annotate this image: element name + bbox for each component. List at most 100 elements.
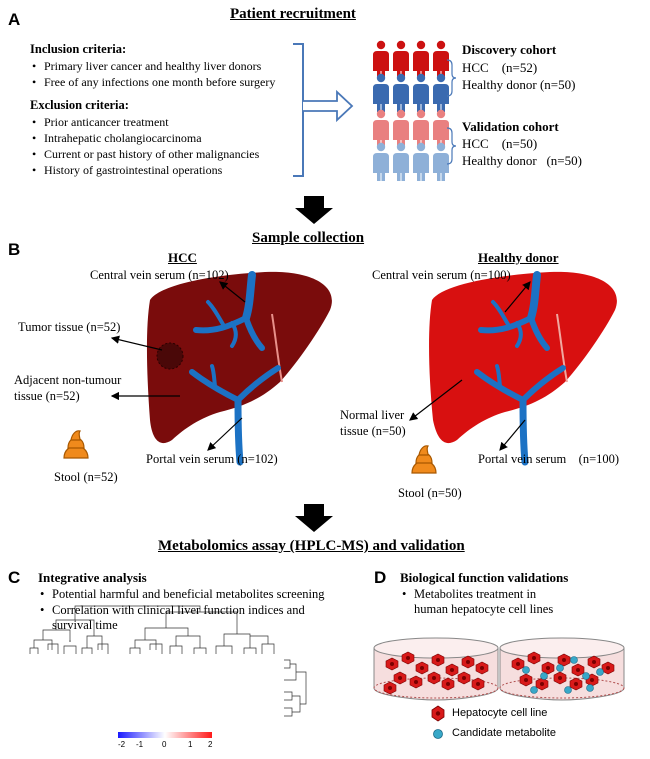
hepatocyte-cell-icon: [385, 657, 399, 671]
donor-normal-label-2: tissue (n=50): [340, 424, 406, 438]
candidate-metabolite-icon: [570, 656, 578, 664]
dish-cells: [383, 651, 615, 695]
person-icon: [393, 109, 409, 148]
hepatocyte-cell-icon: [409, 675, 423, 689]
discovery-donor-count: Healthy donor (n=50): [462, 77, 576, 92]
person-icon: [393, 73, 409, 112]
hepatocyte-cell-icon: [571, 663, 585, 677]
down-arrow-icon: [295, 504, 333, 532]
donor-vein-icon: [474, 271, 566, 466]
hepatocyte-cell-icon: [393, 671, 407, 685]
person-icon: [413, 142, 429, 181]
inclusion-list: Primary liver cancer and healthy liver d…: [30, 58, 275, 90]
scale-label: 2: [208, 740, 213, 749]
donor-central-vein-label: Central vein serum (n=100): [372, 268, 511, 282]
heatmap-dendrogram-side: [284, 659, 307, 717]
exclusion-criteria-title: Exclusion criteria:: [30, 98, 129, 112]
legend-hepatocyte-label: Hepatocyte cell line: [452, 707, 548, 719]
person-icon: [413, 109, 429, 148]
hepatocyte-cell-icon: [461, 655, 475, 669]
candidate-metabolite-icon: [596, 668, 604, 676]
analysis-item: Potential harmful and beneficial metabol…: [38, 586, 324, 602]
hepatocyte-cell-icon: [383, 681, 397, 695]
legend-metabolite-label: Candidate metabolite: [452, 727, 556, 739]
candidate-metabolite-icon: [522, 666, 530, 674]
hepatocyte-cell-icon: [415, 661, 429, 675]
section-d-letter: D: [374, 568, 387, 587]
hcc-tumor-label: Tumor tissue (n=52): [18, 320, 121, 334]
person-icon: [373, 109, 389, 148]
person-icon: [373, 40, 389, 79]
hepatocyte-cell-icon: [527, 651, 541, 665]
validation-hcc-count: HCC (n=50): [462, 136, 538, 151]
person-icon: [373, 142, 389, 181]
section-c-letter: C: [8, 568, 21, 587]
pointer-arrows: [110, 281, 531, 451]
discovery-cohort-title: Discovery cohort: [462, 42, 557, 57]
person-icon: [413, 40, 429, 79]
candidate-metabolite-icon: [582, 672, 590, 680]
validation-cohort-title: Validation cohort: [462, 119, 559, 134]
cohort-braces: [446, 59, 457, 165]
hepatocyte-cell-icon: [427, 671, 441, 685]
down-arrow-icon: [295, 196, 333, 224]
section-b-letter: B: [8, 240, 21, 259]
validation-item: Metabolites treatment in: [400, 586, 536, 602]
person-icon: [393, 40, 409, 79]
hepatocyte-cell-icon: [601, 661, 615, 675]
stool-icon: [411, 445, 437, 474]
hollow-right-arrow-icon: [303, 89, 354, 123]
person-icon: [433, 73, 449, 112]
person-icon: [413, 73, 429, 112]
candidate-metabolite-icon: [586, 684, 594, 692]
hepatocyte-cell-icon: [553, 671, 567, 685]
candidate-metabolite-icon: [433, 729, 443, 739]
color-scale-bar: [118, 732, 212, 738]
exclusion-item: Intrahepatic cholangiocarcinoma: [30, 130, 259, 146]
person-icon: [373, 73, 389, 112]
tumor-icon: [156, 342, 184, 370]
scale-label: -1: [136, 740, 144, 749]
hcc-portal-vein-label: Portal vein serum (n=102): [146, 452, 278, 466]
exclusion-item: History of gastrointestinal operations: [30, 162, 259, 178]
hcc-adjacent-label-2: tissue (n=52): [14, 389, 80, 403]
hepatocyte-cell-icon: [441, 677, 455, 691]
scale-label: 0: [162, 740, 167, 749]
hcc-stool-label: Stool (n=52): [54, 470, 118, 484]
hepatocyte-cell-icon: [431, 653, 445, 667]
sample-collection-title: Sample collection: [252, 230, 365, 246]
hepatocyte-cell-icon: [557, 653, 571, 667]
hepatocyte-cell-icon: [431, 705, 445, 722]
patient-recruitment-title: Patient recruitment: [230, 6, 356, 22]
criteria-bracket: [293, 43, 304, 177]
exclusion-item: Current or past history of other maligna…: [30, 146, 259, 162]
hepatocyte-cell-icon: [457, 671, 471, 685]
biological-validation-title: Biological function validations: [400, 570, 569, 585]
donor-portal-vein-label: Portal vein serum (n=100): [478, 452, 620, 466]
exclusion-item: Prior anticancer treatment: [30, 114, 259, 130]
donor-stool-label: Stool (n=50): [398, 486, 462, 500]
scale-label: -2: [118, 740, 126, 749]
inclusion-item: Primary liver cancer and healthy liver d…: [30, 58, 275, 74]
hepatocyte-cell-icon: [511, 657, 525, 671]
analysis-item: Correlation with clinical liver function…: [38, 602, 324, 618]
candidate-metabolite-icon: [556, 664, 564, 672]
validation-donor-count: Healthy donor (n=50): [462, 153, 582, 168]
analysis-item-continuation: survival time: [52, 618, 118, 632]
donor-title: Healthy donor: [478, 250, 559, 265]
integrative-analysis-list: Potential harmful and beneficial metabol…: [38, 586, 324, 618]
hepatocyte-cell-icon: [519, 673, 533, 687]
cohort-people-icons: [373, 40, 449, 181]
candidate-metabolite-icon: [564, 686, 572, 694]
exclusion-list: Prior anticancer treatment Intrahepatic …: [30, 114, 259, 178]
biological-validation-list: Metabolites treatment in: [400, 586, 536, 602]
hcc-adjacent-label-1: Adjacent non-tumour: [14, 373, 122, 387]
hepatocyte-cell-icon: [401, 651, 415, 665]
integrative-analysis-title: Integrative analysis: [38, 570, 147, 585]
hepatocyte-cell-icon: [475, 661, 489, 675]
hcc-title: HCC: [168, 250, 197, 265]
hcc-central-vein-label: Central vein serum (n=102): [90, 268, 229, 282]
petri-dish-icon: [499, 637, 625, 701]
discovery-hcc-count: HCC (n=52): [462, 60, 538, 75]
validation-item-continuation: human hepatocyte cell lines: [414, 602, 554, 616]
